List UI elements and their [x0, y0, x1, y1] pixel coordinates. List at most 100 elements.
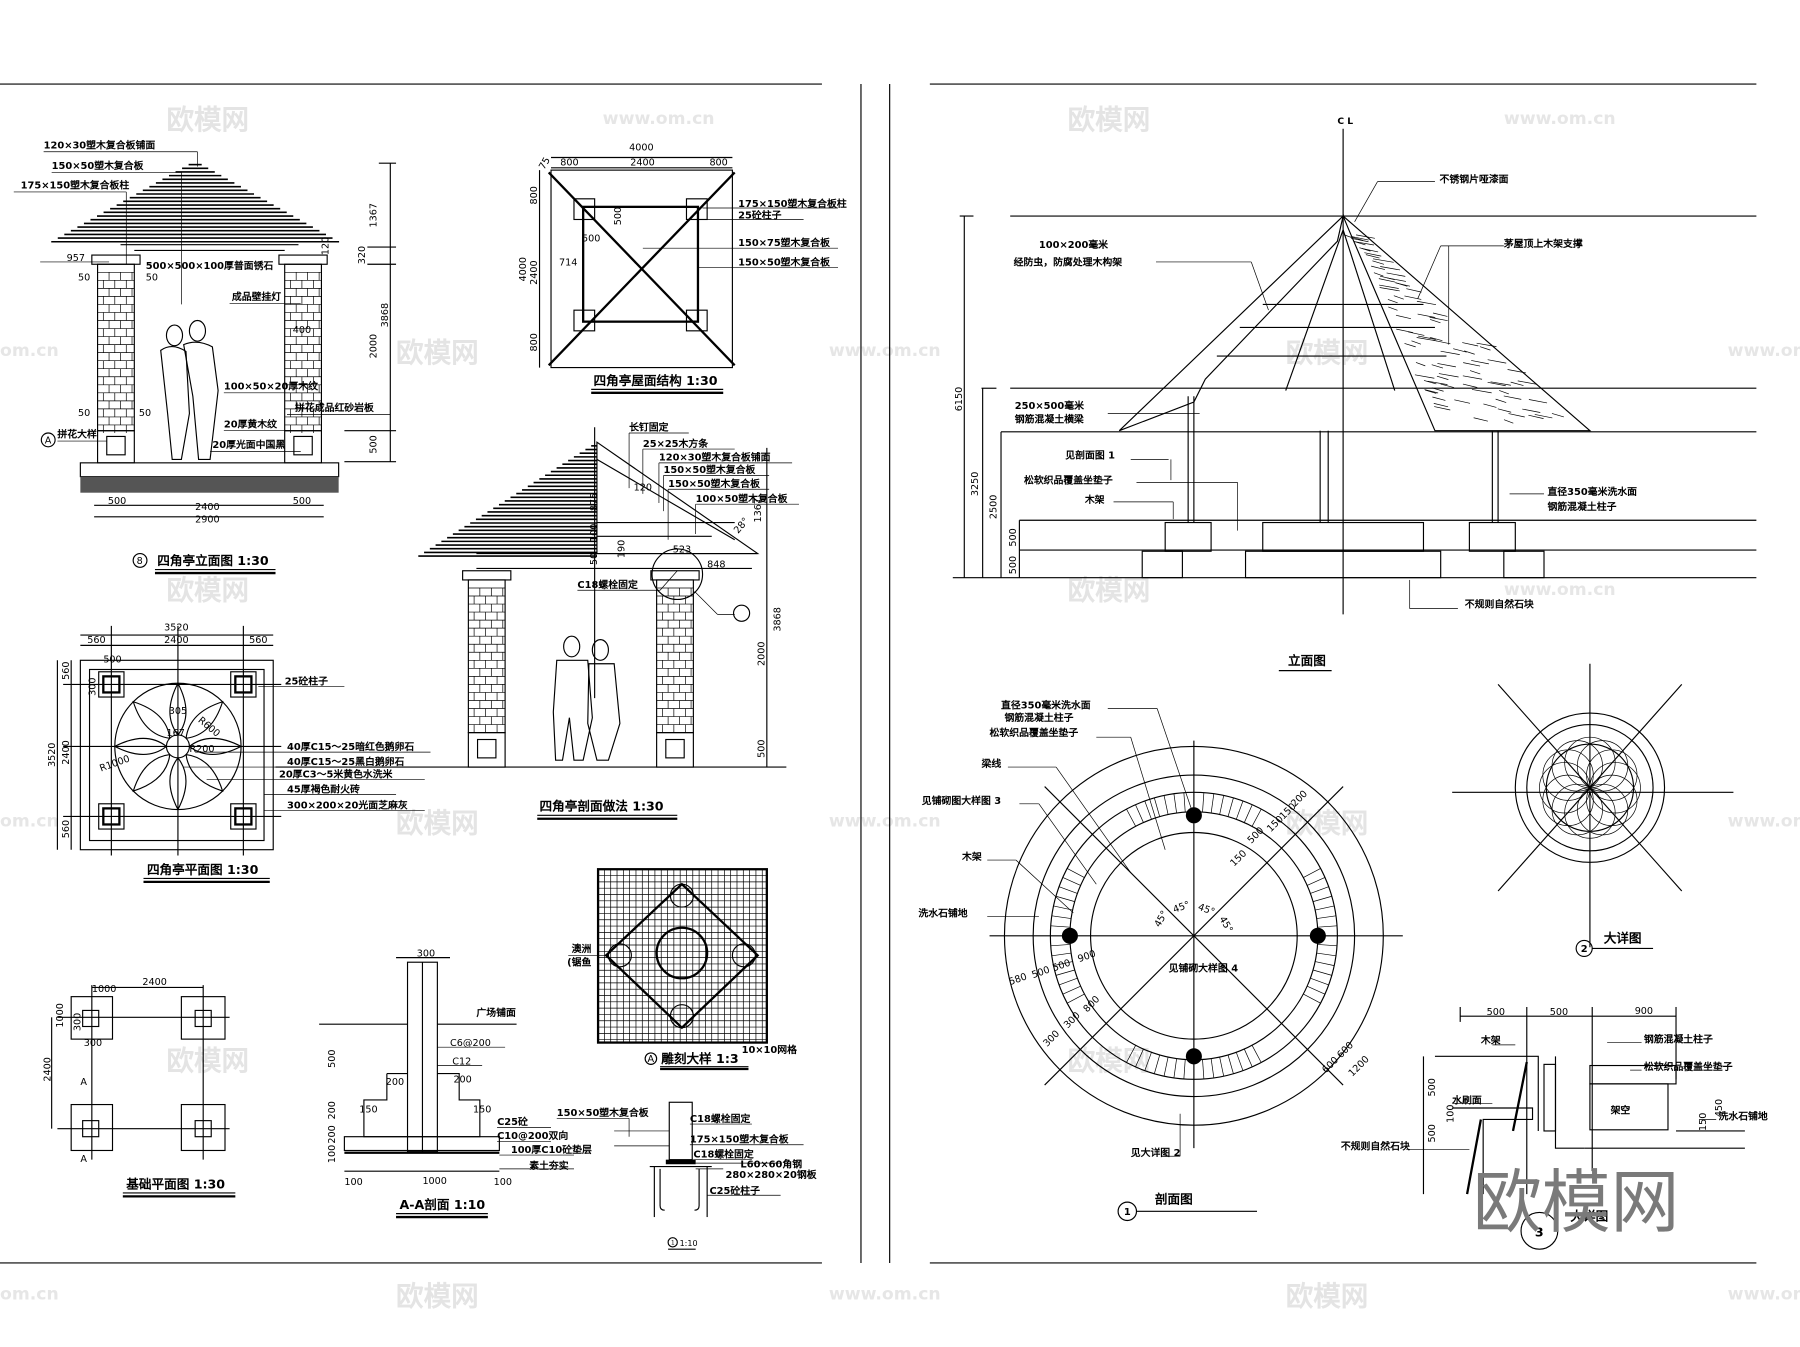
watermark-logo: 欧模网	[1473, 1163, 1680, 1243]
dimension: 523	[673, 544, 691, 555]
label: 直径350毫米洗水面	[1001, 699, 1091, 712]
dimension: 3868	[380, 303, 391, 328]
label: (锯鱼	[567, 956, 591, 969]
dimension: 300	[72, 1013, 83, 1031]
watermark: www.om.cn	[1728, 341, 1800, 361]
dimension: 200	[327, 1125, 338, 1143]
watermark: www.om.cn	[1728, 1285, 1800, 1305]
drawing-line	[1498, 409, 1511, 412]
label: 25砼柱子	[738, 208, 781, 221]
dimension: 190	[616, 540, 627, 558]
dimension: 2500	[988, 495, 999, 520]
dimension: 500	[1246, 825, 1267, 846]
view-index: 8	[137, 556, 143, 567]
dimension: 875	[589, 493, 600, 511]
label: 钢筋混凝土横梁	[1015, 413, 1084, 426]
drawing-line	[1307, 986, 1325, 994]
drawing-line	[1464, 351, 1475, 354]
label: 水刷面	[1452, 1093, 1482, 1106]
view-title: 四角亭平面图 1:30	[147, 862, 259, 877]
dimension: 500	[1487, 1007, 1505, 1018]
label: 25砼柱子	[285, 674, 328, 687]
drawing-line	[1313, 896, 1332, 901]
watermark: www.om.cn	[1504, 580, 1616, 600]
drawing-line	[1211, 794, 1214, 813]
watermark: 欧模网	[166, 1045, 249, 1077]
dimension: 50	[78, 408, 90, 419]
dimension: 45°	[1153, 909, 1171, 929]
round-pavilion-plan: 直径350毫米洗水面 钢筋混凝土柱子 松软织品覆盖坐垫子 梁线 见铺砌图大样图 …	[918, 699, 1402, 1221]
drawing-line	[1051, 926, 1070, 927]
drawing-line	[1418, 314, 1436, 317]
label: C18螺栓固定	[690, 1112, 751, 1125]
dimension: 2000	[369, 334, 380, 359]
dimension: 2000	[757, 642, 768, 667]
drawing-line	[1364, 253, 1381, 256]
drawing-line	[1220, 795, 1224, 814]
drawing-line	[1411, 341, 1420, 344]
dimension: 28°	[732, 516, 751, 536]
label: 150×50塑木复合板	[738, 255, 830, 268]
dimension: 6150	[954, 387, 965, 412]
watermark: om.cn	[0, 812, 59, 832]
label: 见铺砌大样图 4	[1169, 961, 1239, 974]
dimension: 2400	[142, 977, 167, 988]
label: 见铺砌图大样图 3	[922, 794, 1001, 807]
dimension: 500	[1550, 1007, 1568, 1018]
watermark: 欧模网	[1286, 337, 1369, 369]
label: 木架	[961, 850, 982, 863]
dimension: 300	[1062, 1010, 1083, 1031]
drawing-line	[1432, 397, 1445, 400]
drawing-line	[1303, 994, 1320, 1003]
dimension: 100	[1445, 1105, 1456, 1123]
drawing-line	[1317, 916, 1336, 919]
label: C6@200	[450, 1038, 491, 1049]
petal	[186, 755, 223, 792]
drawing-line	[1474, 418, 1488, 421]
label: 成品壁挂灯	[232, 290, 281, 303]
carving-detail: 澳洲 (锯鱼 10×10网格 A 雕刻大样 1:3	[567, 869, 797, 1069]
drawing-line	[1434, 403, 1448, 406]
dimension: 200	[386, 1077, 404, 1088]
drawing-line	[1477, 343, 1497, 346]
base-slab	[80, 463, 338, 477]
watermark: 欧模网	[166, 104, 249, 136]
dimension: 2400	[43, 1057, 54, 1082]
label: 10×10网格	[742, 1043, 798, 1056]
bolt-connection-detail: 150×50塑木复合板 C18螺栓固定 175×150塑木复合板 C18螺栓固定…	[557, 1102, 817, 1249]
dimension: 400	[293, 325, 311, 336]
drawing-line	[1462, 343, 1478, 346]
drawing-line	[1415, 375, 1434, 378]
dimension: 120	[320, 237, 331, 255]
drawing-line	[1228, 798, 1233, 817]
view-index: 1	[671, 1241, 675, 1247]
dimension: 500	[327, 1049, 338, 1067]
drawing-line	[1228, 1055, 1233, 1074]
pavilion-elevation-view: 120×30塑木复合板铺面 150×50塑木复合板 175×150塑木复合板柱 …	[14, 138, 396, 573]
dimension: 50	[146, 272, 158, 283]
column	[1186, 1048, 1202, 1064]
dimension: 500	[1427, 1124, 1438, 1142]
dimension: 560	[87, 635, 105, 646]
dimension: 100	[494, 1177, 512, 1188]
drawing-line	[1310, 978, 1328, 985]
label: 钢筋混凝土柱子	[1547, 500, 1616, 513]
drawing-line	[1307, 877, 1325, 885]
dimension: 800	[529, 333, 540, 351]
dimension: 100	[344, 1177, 362, 1188]
dimension: 120	[634, 482, 652, 493]
drawing-line	[1174, 1059, 1177, 1078]
petal	[133, 755, 170, 792]
drawing-line	[1454, 400, 1470, 403]
label: 300×200×20光面芝麻灰	[287, 798, 408, 811]
dimension: 1000	[92, 984, 117, 995]
drawing-line	[1318, 944, 1337, 945]
view-title: 大详图	[1604, 931, 1642, 946]
label: 100×50×20厚木纹	[224, 379, 318, 392]
view-index: 2	[1581, 944, 1588, 955]
drawing-line	[1067, 868, 1084, 877]
dimension: 2400	[630, 158, 655, 169]
watermark: www.om.cn	[1728, 812, 1800, 832]
label: 木架	[1480, 1034, 1501, 1047]
dimension: 500	[582, 233, 600, 244]
